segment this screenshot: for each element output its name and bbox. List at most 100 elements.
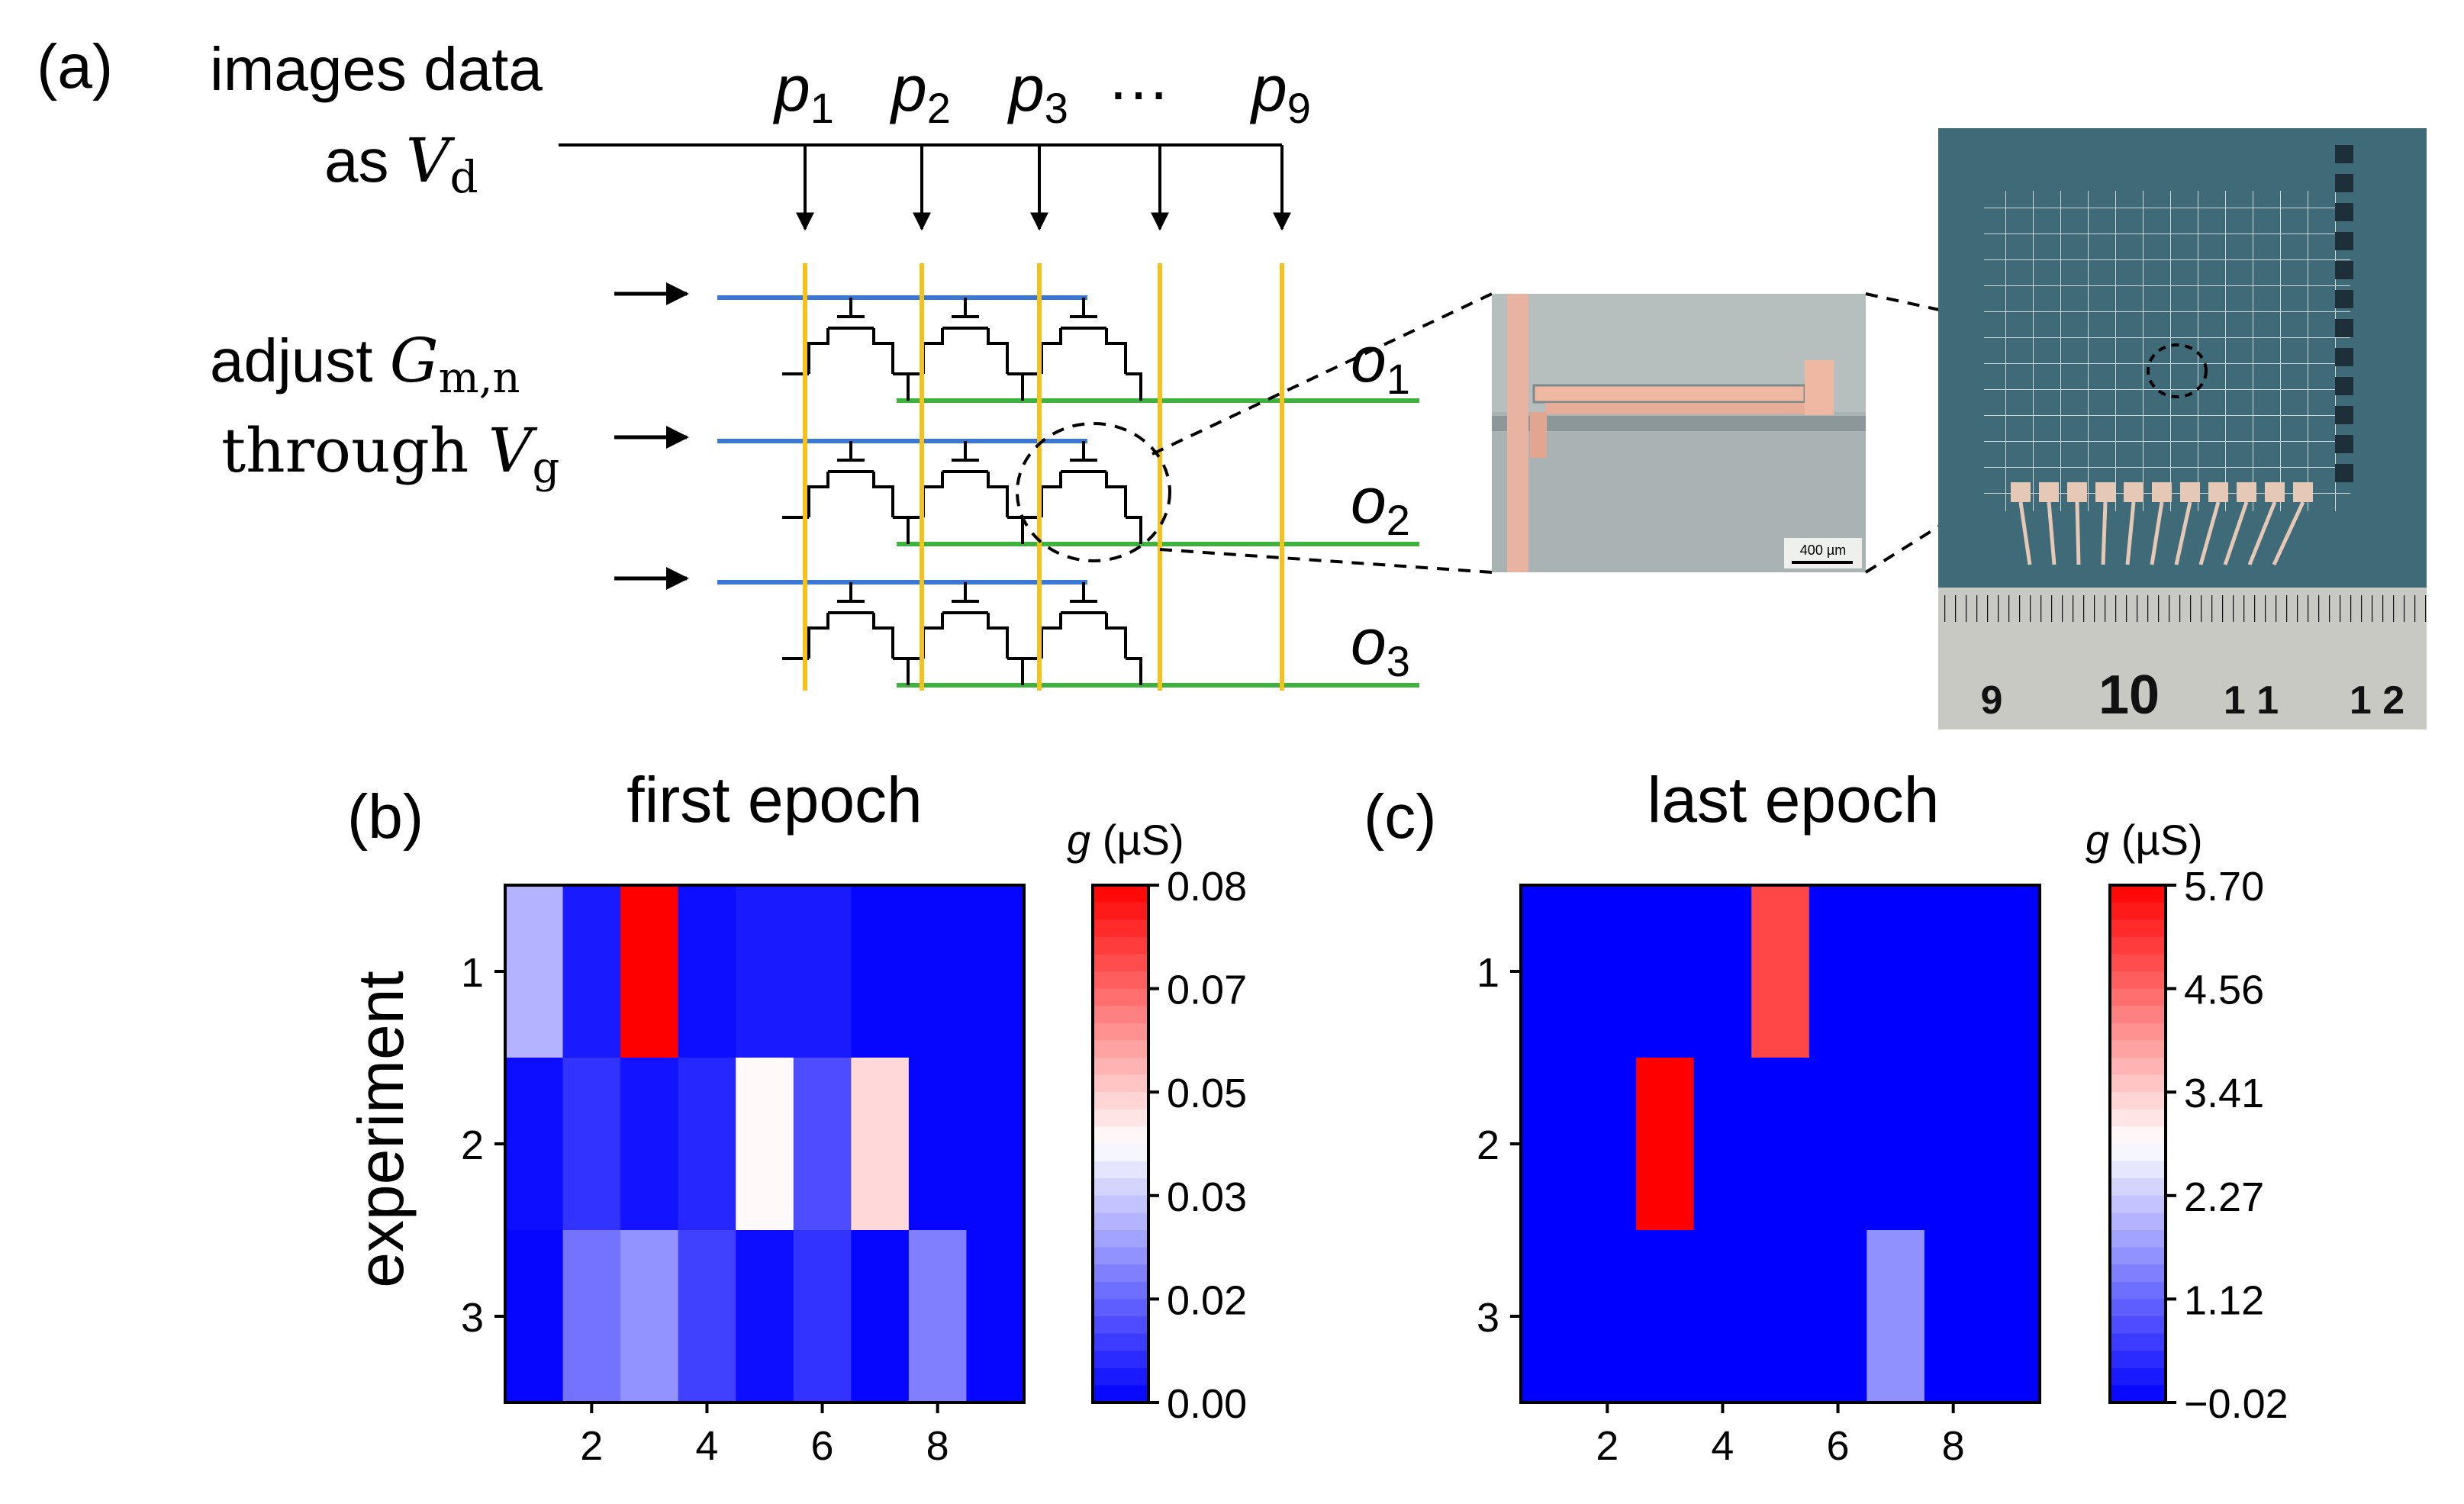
colorbar-segment — [1093, 1040, 1148, 1058]
colorbar-segment — [1093, 1092, 1148, 1110]
bond-pad — [2335, 232, 2353, 250]
chip-photograph: 9 10 1 1 1 2 — [1938, 128, 2427, 729]
column-input-p3: p3 — [1007, 53, 1068, 231]
column-label: p2 — [889, 53, 951, 132]
heatmap-cell — [678, 1058, 736, 1231]
zoom-line-top — [1151, 292, 1493, 456]
bond-pad — [2335, 377, 2353, 395]
colorbar-segment — [1093, 885, 1148, 903]
heatmap-cell — [851, 1058, 910, 1231]
colorbar-segment — [1093, 1178, 1148, 1196]
y-tick-label: 1 — [461, 950, 484, 996]
colorbar-segment — [1093, 1023, 1148, 1041]
colorbar-tick-label: 5.70 — [2184, 864, 2264, 910]
heatmap-cell — [908, 1230, 967, 1403]
colorbar-segment — [1093, 1213, 1148, 1231]
colorbar-segment — [2110, 936, 2166, 955]
crossbar-circuit — [614, 263, 1419, 691]
heatmap-cell — [1924, 1230, 1982, 1403]
colorbar-segment — [2110, 1367, 2166, 1386]
x-tick-label: 8 — [1942, 1423, 1965, 1469]
colorbar-tick-label: 0.03 — [1167, 1174, 1247, 1220]
heatmap-cell — [1982, 1230, 2040, 1403]
y-axis-label: experiment — [345, 971, 417, 1288]
colorbar-segment — [2110, 919, 2166, 938]
heatmap-cell — [562, 885, 621, 1058]
y-tick-label: 2 — [461, 1122, 484, 1168]
column-label: p3 — [1007, 53, 1068, 132]
bond-pad — [2011, 482, 2031, 502]
panel-a-label: (a) — [37, 32, 113, 101]
colorbar-segment — [2110, 1023, 2166, 1041]
heatmap-title: first epoch — [626, 764, 923, 836]
colorbar-label: g (µS) — [1067, 816, 1184, 864]
colorbar-tick-label: 0.05 — [1167, 1071, 1247, 1116]
colorbar-segment — [1093, 1126, 1148, 1145]
bond-pad — [2293, 482, 2313, 502]
bond-pad — [2335, 406, 2353, 424]
colorbar-segment — [1093, 902, 1148, 920]
bond-pad — [2335, 174, 2353, 192]
colorbar-segment — [1093, 1264, 1148, 1283]
ruler-number: 1 2 — [2350, 678, 2404, 723]
heatmap-cell — [620, 1058, 679, 1231]
colorbar-segment — [1093, 1144, 1148, 1162]
chip-bond-pads — [2011, 145, 2353, 566]
heatmap-cell — [736, 1230, 794, 1403]
heatmap-cell — [1982, 885, 2040, 1058]
colorbar-segment — [2110, 954, 2166, 972]
bond-pad — [2039, 482, 2059, 502]
heatmap-cell — [562, 1058, 621, 1231]
heatmap-cell — [1867, 1230, 1925, 1403]
colorbar-segment — [1093, 1074, 1148, 1093]
bond-pad — [2124, 482, 2144, 502]
heatmap-cell — [736, 885, 794, 1058]
colorbar-tick-label: 0.08 — [1167, 864, 1247, 910]
heatmap-cell — [1867, 1058, 1925, 1231]
heatmap-cell — [1521, 885, 1580, 1058]
heatmap-cell — [908, 885, 967, 1058]
device-micrograph: 400 µm — [1492, 294, 1866, 572]
colorbar-segment — [2110, 1040, 2166, 1058]
colorbar-segment — [1093, 1230, 1148, 1248]
column-input-ellipsis: … — [1106, 41, 1171, 231]
bond-pad — [2335, 290, 2353, 308]
bond-trace — [2247, 501, 2277, 565]
heatmap-cell — [1751, 885, 1810, 1058]
colorbar-tick-label: 0.00 — [1167, 1381, 1247, 1427]
bond-pad — [2335, 203, 2353, 221]
colorbar-segment — [2110, 1281, 2166, 1299]
heatmap-cell — [793, 885, 852, 1058]
colorbar-segment — [1093, 1299, 1148, 1317]
x-tick-label: 6 — [811, 1423, 834, 1469]
ruler-number: 1 1 — [2224, 678, 2279, 723]
x-tick-label: 6 — [1827, 1423, 1850, 1469]
heatmap-cell — [1809, 885, 1867, 1058]
heatmap-cell — [1751, 1230, 1810, 1403]
transistor-symbol — [1015, 582, 1142, 685]
colorbar-tick-label: 3.41 — [2184, 1071, 2264, 1116]
colorbar-tick-label: 1.12 — [2184, 1277, 2264, 1323]
colorbar-segment — [2110, 1092, 2166, 1110]
colorbar-segment — [2110, 1109, 2166, 1127]
output-label-o1: o1 — [1351, 324, 1410, 403]
heatmap-cell — [1924, 885, 1982, 1058]
heatmap-cell — [505, 1058, 564, 1231]
bond-pad — [2180, 482, 2200, 502]
transistor-symbol — [897, 298, 1024, 401]
output-label-o3: o3 — [1351, 606, 1410, 685]
heatmap-cell — [678, 885, 736, 1058]
panel-a: (a) images data as Vd adjust Gm,n throug… — [37, 32, 2427, 729]
scale-bar-label: 400 µm — [1800, 543, 1846, 558]
heatmap-cell — [908, 1058, 967, 1231]
ruler-number: 10 — [2098, 665, 2160, 726]
bond-trace — [2272, 501, 2305, 566]
colorbar-segment — [1093, 1161, 1148, 1179]
heatmap-cell — [1751, 1058, 1810, 1231]
colorbar-segment — [2110, 1385, 2166, 1403]
colorbar-segment — [2110, 1351, 2166, 1369]
colorbar-segment — [1093, 1247, 1148, 1265]
colorbar-segment — [1093, 936, 1148, 955]
